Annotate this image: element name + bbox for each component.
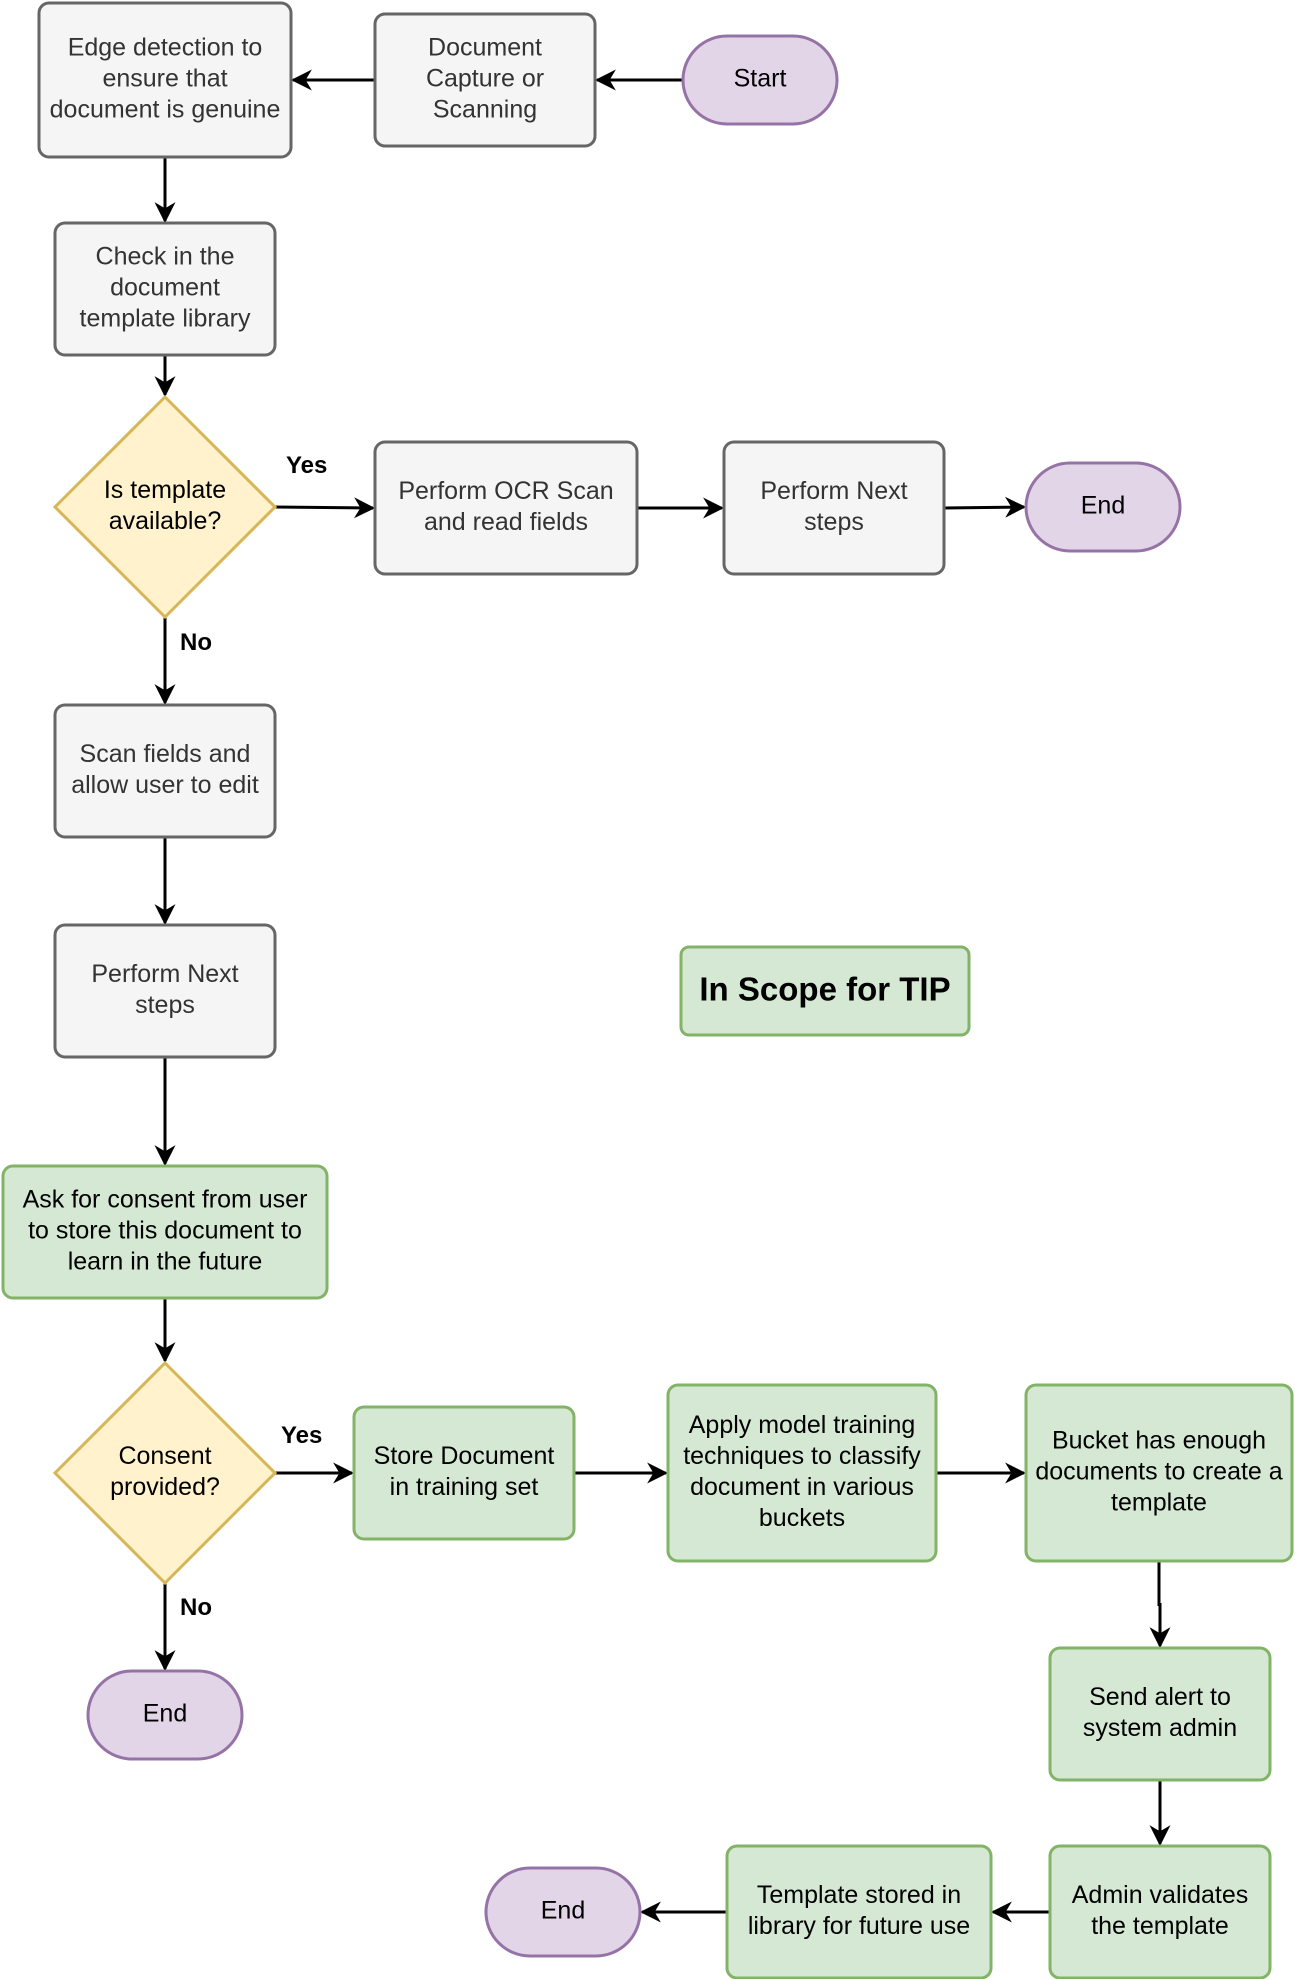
node-edge-detection: Edge detection to ensure that document is …: [37, 1, 293, 159]
node-start-shape: [681, 34, 839, 126]
edge-next-steps-top-to-end-top: [943, 496, 1027, 518]
node-admin-validates: Admin validates the template: [1048, 1844, 1272, 1979]
scope-label: In Scope for TIP: [699, 971, 950, 1008]
node-check-library: Check in the document template library: [53, 221, 277, 357]
node-scan-fields-label-line: allow user to edit: [71, 771, 259, 799]
node-bucket-enough-label-line: Bucket has enough: [1052, 1427, 1266, 1455]
node-bucket-enough-shape: [1024, 1383, 1294, 1563]
node-check-library-shape: [53, 221, 277, 357]
scope-box: In Scope for TIP: [679, 945, 971, 1037]
node-template-available: Is template available?: [52, 394, 278, 620]
edge-bucket-enough-to-send-alert: [1149, 1561, 1171, 1649]
node-start-label-line: Start: [734, 65, 787, 93]
node-end-bottom: End: [484, 1866, 642, 1958]
node-apply-training-label-line: buckets: [759, 1504, 845, 1532]
node-end-top: End: [1024, 461, 1182, 553]
node-send-alert-label-line: system admin: [1083, 1714, 1237, 1742]
node-ask-consent-label-line: learn in the future: [68, 1248, 263, 1276]
scope-box-frame: [679, 945, 971, 1037]
node-consent-provided-label-line: provided?: [110, 1473, 220, 1501]
node-ask-consent-shape: [1, 1164, 329, 1300]
node-apply-training-label-line: techniques to classify: [683, 1442, 921, 1470]
node-edge-detection-label-line: Edge detection to: [68, 34, 263, 62]
node-admin-validates-label-line: the template: [1091, 1912, 1229, 1940]
node-store-document-label-line: in training set: [390, 1473, 539, 1501]
node-ask-consent: Ask for consent from user to store this d…: [1, 1164, 329, 1300]
node-scan-fields-label-line: Scan fields and: [80, 740, 251, 768]
node-send-alert: Send alert to system admin: [1048, 1646, 1272, 1782]
node-apply-training: Apply model training techniques to classi…: [666, 1383, 938, 1563]
node-ask-consent-label-line: to store this document to: [28, 1217, 302, 1245]
node-ocr-scan-label-line: and read fields: [424, 508, 588, 536]
node-consent-provided-label-line: Consent: [118, 1442, 211, 1470]
node-next-steps-top-label-line: Perform Next: [760, 477, 907, 505]
node-ocr-scan-shape: [373, 440, 639, 576]
node-document-capture-label-line: Document: [428, 34, 542, 62]
node-ocr-scan-label-line: Perform OCR Scan: [398, 477, 613, 505]
node-template-stored: Template stored in library for future use: [725, 1844, 993, 1979]
edge-labels-layer: Yes No Yes No: [180, 452, 327, 1621]
node-template-available-shape: [52, 394, 278, 620]
node-next-steps-mid-label-line: steps: [135, 991, 195, 1019]
node-template-stored-label-line: library for future use: [748, 1912, 970, 1940]
node-end-bottom-label-line: End: [541, 1897, 585, 1925]
node-next-steps-mid-label-line: Perform Next: [91, 960, 238, 988]
node-end-top-label-line: End: [1081, 492, 1125, 520]
node-check-library-label-line: Check in the: [96, 243, 235, 271]
node-bucket-enough-label-line: template: [1111, 1489, 1207, 1517]
node-consent-provided: Consent provided?: [52, 1360, 278, 1586]
node-check-library-label-line: document: [110, 274, 220, 302]
node-consent-provided-shape: [52, 1360, 278, 1586]
node-edge-detection-shape: [37, 1, 293, 159]
node-end-consent-shape: [86, 1669, 244, 1761]
node-document-capture-label-line: Scanning: [433, 96, 537, 124]
node-next-steps-top: Perform Next steps: [722, 440, 946, 576]
node-store-document-label-line: Store Document: [374, 1442, 555, 1470]
node-end-consent: End: [86, 1669, 244, 1761]
node-scan-fields-shape: [53, 703, 277, 839]
node-check-library-label-line: template library: [80, 305, 251, 333]
node-bucket-enough: Bucket has enough documents to create a te…: [1024, 1383, 1294, 1563]
node-template-stored-label-line: Template stored in: [757, 1881, 961, 1909]
node-store-document: Store Document in training set: [352, 1405, 576, 1541]
edge-label-template-no: No: [180, 629, 212, 656]
node-ocr-scan: Perform OCR Scan and read fields: [373, 440, 639, 576]
node-template-available-label-line: Is template: [104, 476, 226, 504]
edges-layer: [154, 69, 1171, 1923]
node-document-capture-label-line: Capture or: [426, 65, 544, 93]
node-ask-consent-label-line: Ask for consent from user: [23, 1186, 308, 1214]
node-send-alert-shape: [1048, 1646, 1272, 1782]
edge-label-template-yes: Yes: [286, 452, 327, 479]
node-scan-fields: Scan fields and allow user to edit: [53, 703, 277, 839]
node-store-document-shape: [352, 1405, 576, 1541]
node-document-capture-shape: [373, 12, 597, 148]
node-apply-training-shape: [666, 1383, 938, 1563]
node-edge-detection-label-line: ensure that: [102, 65, 227, 93]
node-end-consent-label-line: End: [143, 1700, 187, 1728]
node-next-steps-top-label-line: steps: [804, 508, 864, 536]
node-apply-training-label-line: document in various: [690, 1473, 914, 1501]
node-next-steps-mid: Perform Next steps: [53, 923, 277, 1059]
edge-label-consent-yes: Yes: [281, 1422, 322, 1449]
node-admin-validates-label-line: Admin validates: [1072, 1881, 1248, 1909]
node-apply-training-label-line: Apply model training: [689, 1411, 916, 1439]
node-start: Start: [681, 34, 839, 126]
node-edge-detection-label-line: document is genuine: [50, 96, 281, 124]
node-admin-validates-shape: [1048, 1844, 1272, 1979]
node-next-steps-top-shape: [722, 440, 946, 576]
node-end-bottom-shape: [484, 1866, 642, 1958]
node-bucket-enough-label-line: documents to create a: [1035, 1458, 1282, 1486]
node-template-available-label-line: available?: [109, 507, 222, 535]
node-template-stored-shape: [725, 1844, 993, 1979]
edge-template-available-to-ocr-scan: [274, 497, 376, 519]
edge-label-consent-no: No: [180, 1594, 212, 1621]
node-send-alert-label-line: Send alert to: [1089, 1683, 1231, 1711]
node-end-top-shape: [1024, 461, 1182, 553]
node-next-steps-mid-shape: [53, 923, 277, 1059]
